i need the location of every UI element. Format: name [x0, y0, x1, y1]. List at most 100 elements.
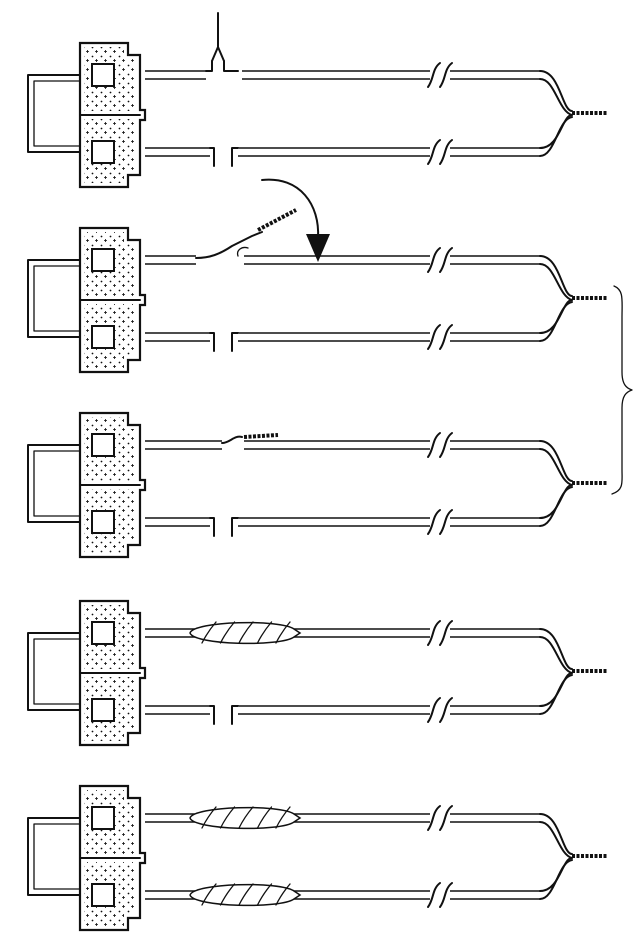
tape-wrap-icon [189, 806, 302, 830]
merge-upper-inner [539, 636, 573, 674]
jumper-loop-inner [33, 265, 81, 332]
tape-wrap-line [201, 806, 217, 829]
merge-lower-inner [539, 859, 573, 900]
tape-wrap-icon [189, 621, 302, 645]
break-line-right [439, 697, 453, 723]
curly-bracket-icon [611, 285, 633, 495]
terminal-pin-lower [91, 325, 115, 349]
wire-break-icon [427, 509, 453, 535]
terminal-pin-upper [91, 433, 115, 457]
lower-wire-right-fill [238, 518, 540, 526]
merge-upper-inner [539, 263, 573, 301]
break-line-right [439, 432, 453, 458]
annotations-layer [261, 178, 633, 495]
tape-wrap-line [256, 883, 273, 906]
lower-wire-left-fill [145, 148, 210, 156]
tape-wrap-line [238, 806, 254, 829]
connector-housing-icon [27, 411, 147, 559]
step-panel-1 [27, 12, 608, 189]
upper-wire-full-fill [145, 629, 540, 637]
lower-wire-right-fill [238, 333, 540, 341]
jumper-loop-inner [33, 638, 81, 705]
lower-wire-left-fill [145, 518, 210, 526]
upper-wire-right-fill [244, 441, 540, 449]
break-line-left [427, 139, 441, 165]
terminal-pin-upper [91, 248, 115, 272]
wire-break-icon [427, 139, 453, 165]
jumper-loop [27, 259, 81, 338]
break-line-right [439, 805, 453, 831]
twisted-joint [195, 231, 263, 259]
wire-break-icon [427, 805, 453, 831]
break-line-left [427, 432, 441, 458]
cut-end-left [209, 147, 215, 167]
tape-wrap-line [201, 883, 217, 906]
merge-upper [539, 440, 573, 482]
wire-break-icon [427, 882, 453, 908]
merge-lower-inner [539, 674, 573, 715]
merge-upper [539, 813, 573, 855]
cut-end-right [231, 147, 239, 167]
tape-wrap-line [219, 883, 236, 906]
wire-break-icon [427, 324, 453, 350]
cut-end-right [231, 705, 239, 725]
jumper-loop-inner [33, 450, 81, 517]
joint-hook [236, 246, 249, 257]
upper-wire-right-fill [244, 256, 540, 264]
wire-break-icon [427, 247, 453, 273]
merge-lower-inner [539, 486, 573, 527]
break-line-left [427, 882, 441, 908]
break-line-left [427, 247, 441, 273]
lead-fork [211, 46, 225, 62]
jumper-loop [27, 74, 81, 153]
arrow-head [306, 234, 330, 262]
terminal-pin-upper [91, 806, 115, 830]
step-panel-2 [27, 208, 608, 374]
tape-wrap-line [238, 621, 254, 644]
merge-lower-inner [539, 116, 573, 157]
cut-end-left [209, 517, 215, 537]
upper-wire-right-fill [242, 71, 540, 79]
merge-upper [539, 70, 573, 112]
tape-wrap-line [256, 621, 273, 644]
step-panel-3 [27, 411, 608, 559]
terminal-pin-upper [91, 621, 115, 645]
upper-wire-left-fill [145, 441, 222, 449]
upper-wire-left-fill [145, 256, 196, 264]
tape-wrap-line [219, 806, 236, 829]
merge-upper [539, 255, 573, 297]
lower-wire-full-fill [145, 891, 540, 899]
soldered-lead [243, 433, 279, 439]
wire-break-icon [427, 620, 453, 646]
step-panel-4 [27, 599, 608, 747]
break-line-left [427, 62, 441, 88]
cut-end-right [231, 332, 239, 352]
break-line-right [439, 62, 453, 88]
curved-arrow-icon [261, 178, 330, 262]
bracket-path [611, 285, 633, 495]
merge-upper-inner [539, 448, 573, 486]
break-line-right [439, 882, 453, 908]
jumper-loop [27, 444, 81, 523]
steps-layer [27, 12, 608, 932]
break-line-right [439, 509, 453, 535]
connector-housing-icon [27, 784, 147, 932]
merge-upper-inner [539, 821, 573, 859]
arrow-shaft [261, 178, 320, 239]
merge-lower-inner [539, 301, 573, 342]
terminal-pin-lower [91, 883, 115, 907]
break-line-left [427, 324, 441, 350]
jumper-loop-inner [33, 80, 81, 147]
connector-housing-icon [27, 599, 147, 747]
lead-legs [205, 60, 239, 72]
new-lead-end [257, 208, 297, 232]
break-line-right [439, 139, 453, 165]
tape-wrap-line [275, 621, 291, 644]
tape-wrap-line [201, 621, 217, 644]
jumper-loop-inner [33, 823, 81, 890]
wire-break-icon [427, 697, 453, 723]
lower-wire-right-fill [238, 148, 540, 156]
lower-wire-left-fill [145, 333, 210, 341]
lower-wire-right-fill [238, 706, 540, 714]
